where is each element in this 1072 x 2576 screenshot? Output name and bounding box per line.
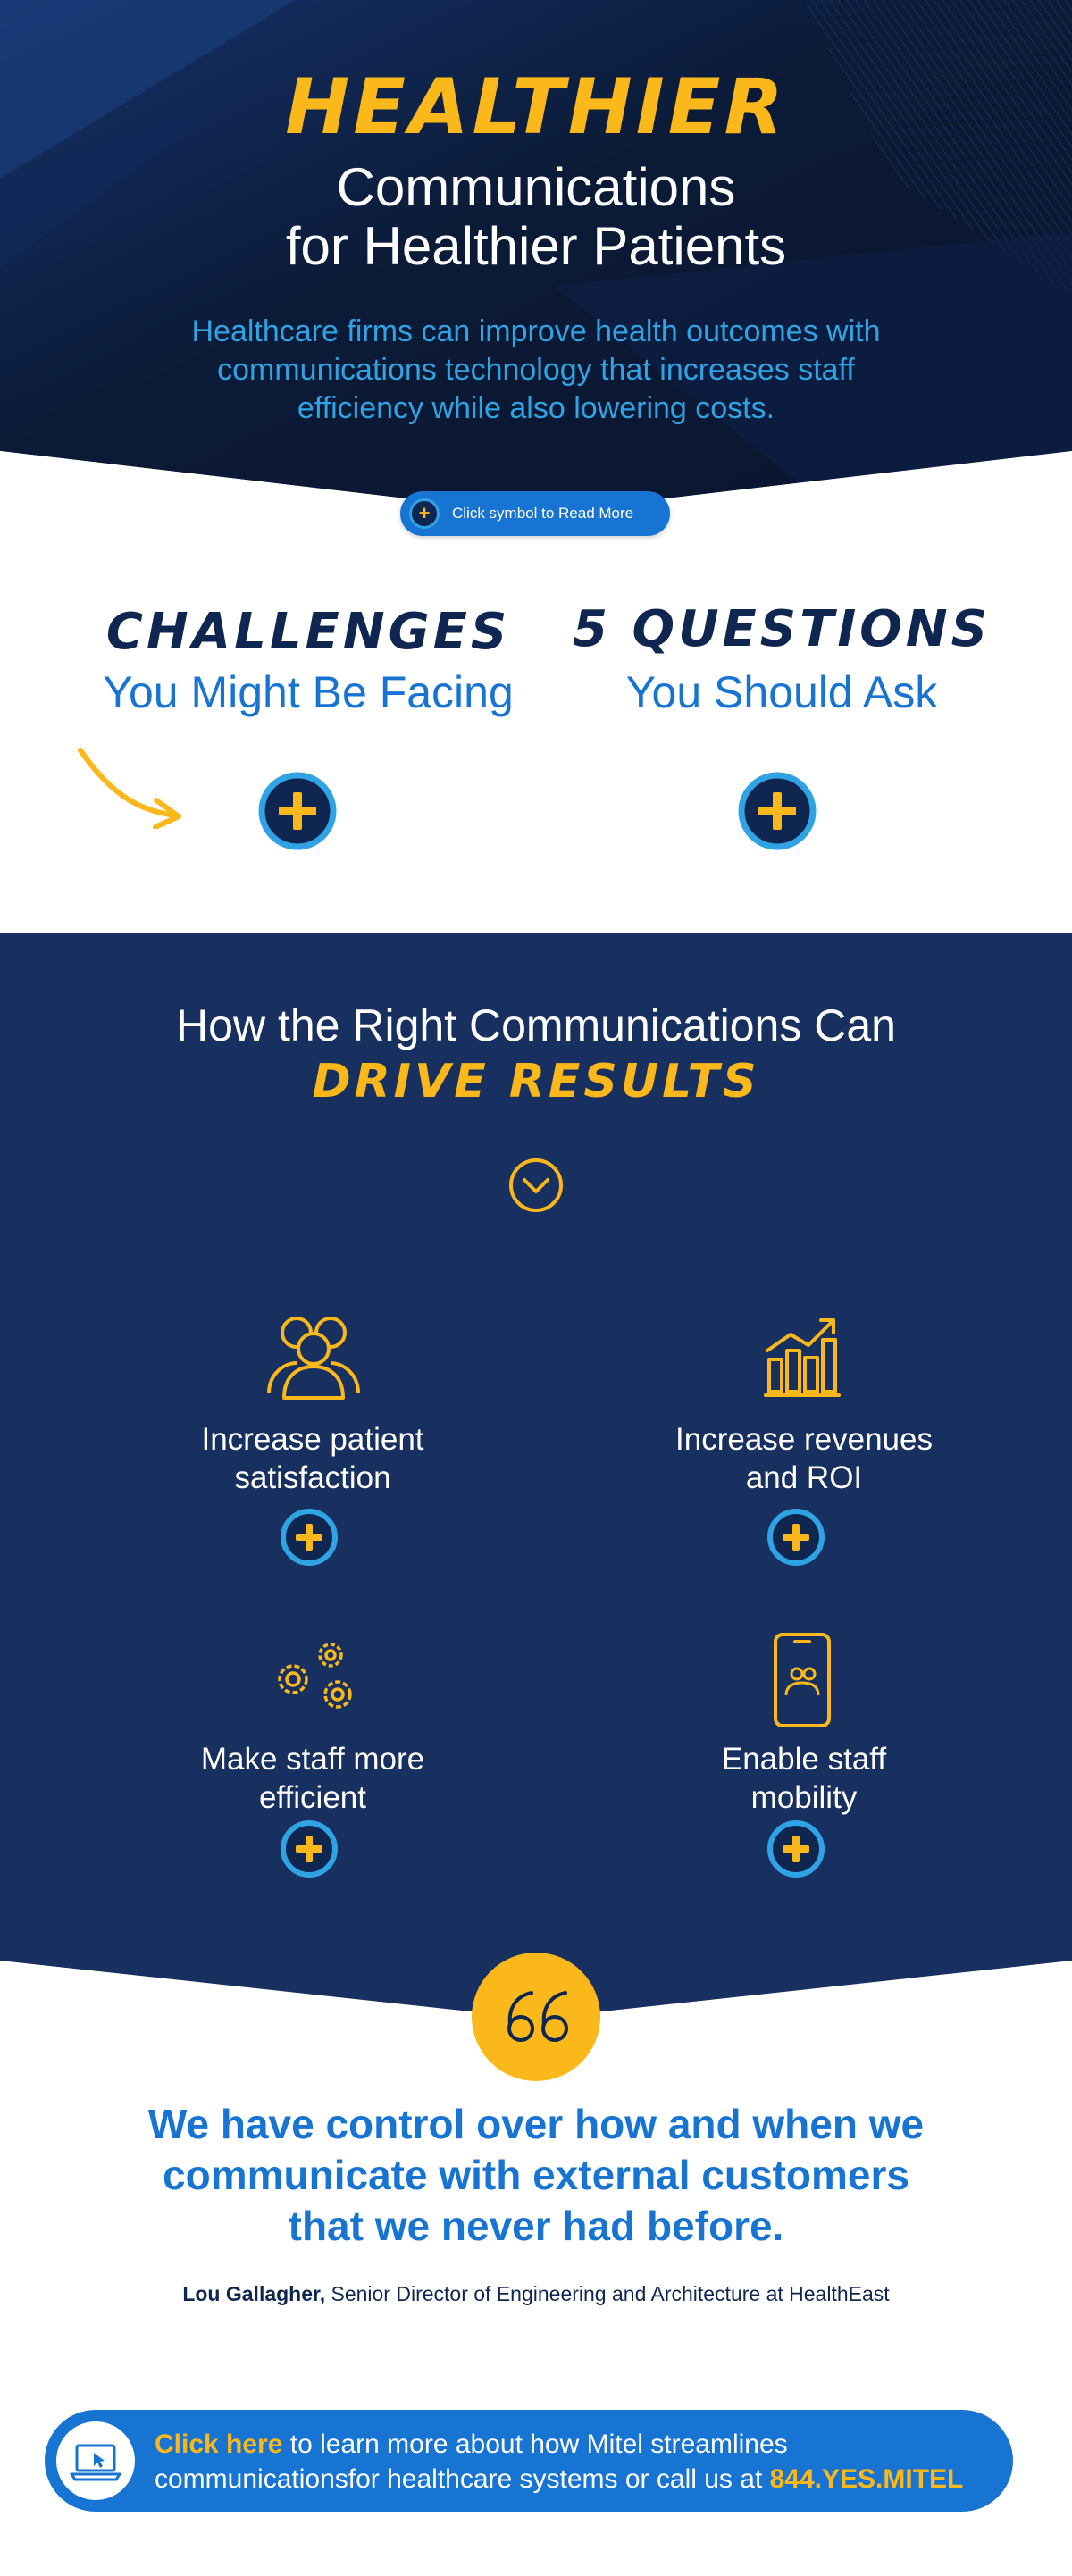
challenges-script-title: CHALLENGES <box>105 603 511 661</box>
stat-title-line1: Increase revenues <box>675 1422 933 1457</box>
questions-script-title: 5 QUESTIONS <box>573 600 991 658</box>
efficiency-expand-button[interactable] <box>280 1819 339 1878</box>
revenue-expand-button[interactable] <box>766 1508 825 1567</box>
results-background <box>0 933 1072 2019</box>
cta-line1: Click here to learn more about how Mitel… <box>155 2428 1012 2462</box>
hero-banner: HEALTHIER Communications for Healthier P… <box>0 0 1072 536</box>
cta-line1-text: to learn more about how Mitel streamline… <box>282 2430 788 2459</box>
questions-subtitle: You Should Ask <box>625 667 938 717</box>
challenges-subtitle: You Might Be Facing <box>103 667 514 717</box>
stat-title-line2: satisfaction <box>234 1460 391 1495</box>
cta-line2: communicationsfor healthcare systems or … <box>155 2463 1012 2497</box>
cta-banner[interactable]: Click here to learn more about how Mitel… <box>45 2410 1013 2512</box>
stat-title-line1: Make staff more <box>200 1742 425 1777</box>
read-more-button[interactable]: + Click symbol to Read More <box>400 491 670 536</box>
growth-chart-icon <box>764 1318 841 1397</box>
hero-title-line2: for Healthier Patients <box>285 216 787 276</box>
quote-line3: that we never had before. <box>288 2203 784 2249</box>
stat-title-line2: mobility <box>750 1780 858 1815</box>
cta-line2-text: communicationsfor healthcare systems or … <box>155 2464 770 2494</box>
laptop-click-icon <box>56 2421 135 2500</box>
gears-icon <box>278 1643 352 1709</box>
cta-link[interactable]: Click here <box>155 2430 283 2459</box>
testimonial-attribution: Lou Gallagher, Senior Director of Engine… <box>89 2280 983 2307</box>
hero-intro-line1: Healthcare firms can improve health outc… <box>191 314 881 348</box>
hero-intro-line3: efficiency while also lowering costs. <box>297 391 775 425</box>
read-more-label: Click symbol to Read More <box>452 505 634 522</box>
hero-script-headline: HEALTHIER <box>285 63 787 152</box>
testimonial-quote: We have control over how and when we com… <box>71 2099 1001 2252</box>
quote-line2: communicate with external customers <box>163 2152 909 2198</box>
chevron-down-icon[interactable] <box>507 1157 565 1214</box>
plus-icon: + <box>409 498 440 529</box>
testimonial-author: Lou Gallagher, <box>182 2282 326 2305</box>
mobile-phone-icon <box>774 1633 831 1727</box>
satisfaction-expand-button[interactable] <box>280 1508 339 1567</box>
hero-title-line1: Communications <box>336 157 736 217</box>
cta-phone[interactable]: 844.YES.MITEL <box>769 2464 964 2494</box>
quote-line1: We have control over how and when we <box>147 2101 925 2147</box>
stat-title-line1: Enable staff <box>721 1742 887 1777</box>
hero-intro-line2: communications technology that increases… <box>217 353 855 387</box>
results-heading: How the Right Communications Can <box>176 1000 896 1050</box>
stat-title-line2: and ROI <box>745 1460 863 1495</box>
curved-arrow-icon <box>78 748 181 829</box>
testimonial-author-title: Senior Director of Engineering and Archi… <box>331 2282 890 2305</box>
stat-title-line1: Increase patient <box>201 1422 424 1457</box>
people-group-icon <box>267 1317 360 1400</box>
challenges-expand-button[interactable] <box>257 771 338 851</box>
results-script-heading: DRIVE RESULTS <box>312 1055 760 1108</box>
questions-expand-button[interactable] <box>737 771 817 851</box>
hero-background <box>0 0 1072 536</box>
stat-title-line2: efficient <box>259 1780 366 1815</box>
mobility-expand-button[interactable] <box>766 1819 825 1878</box>
quote-mark-icon <box>472 1953 600 2081</box>
